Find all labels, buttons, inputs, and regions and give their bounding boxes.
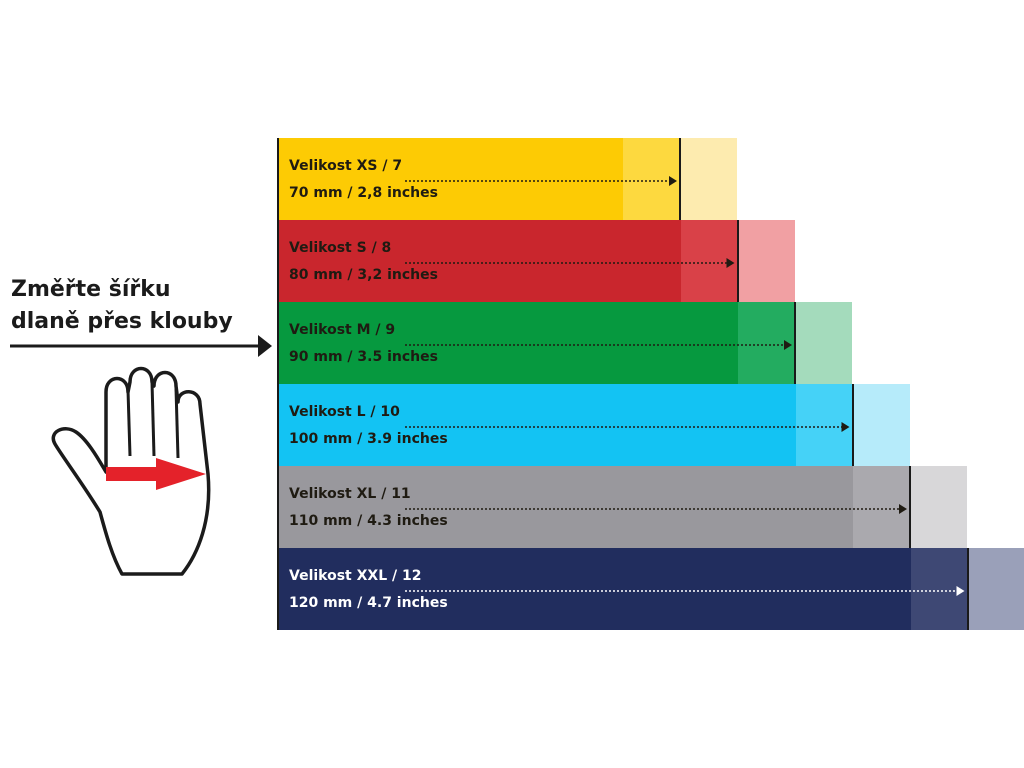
- dotted-measure-arrow-icon: [405, 176, 677, 186]
- band-light-fill: [795, 302, 852, 384]
- size-limit-marker: [736, 220, 739, 302]
- band-light-fill: [967, 548, 1024, 630]
- size-label: Velikost L / 10: [289, 404, 400, 420]
- chart-left-axis: [277, 138, 279, 630]
- size-label: Velikost XL / 11: [289, 486, 411, 502]
- size-limit-marker: [851, 384, 854, 466]
- right-arrow-icon: [10, 335, 272, 357]
- size-limit-marker: [794, 302, 796, 384]
- measure-instruction: Změřte šířku dlaně přes klouby: [11, 274, 233, 338]
- size-measurement: 120 mm / 4.7 inches: [289, 595, 448, 611]
- band-main-fill: [277, 466, 853, 548]
- band-light-fill: [852, 384, 910, 466]
- size-label: Velikost M / 9: [289, 322, 396, 338]
- size-measurement: 100 mm / 3.9 inches: [289, 431, 448, 447]
- dotted-measure-arrow-icon: [405, 340, 792, 350]
- dotted-measure-arrow-icon: [405, 258, 735, 268]
- band-light-fill: [680, 138, 737, 220]
- open-hand-outline-icon: [51, 366, 211, 576]
- band-light-fill: [910, 466, 967, 548]
- band-main-fill: [277, 548, 911, 630]
- dotted-measure-arrow-icon: [405, 422, 850, 432]
- size-label: Velikost XXL / 12: [289, 568, 422, 584]
- band-main-fill: [277, 302, 738, 384]
- size-measurement: 110 mm / 4.3 inches: [289, 513, 448, 529]
- size-band-3: Velikost M / 9 90 mm / 3.5 inches: [277, 302, 852, 384]
- size-label: Velikost XS / 7: [289, 158, 403, 174]
- size-band-2: Velikost S / 8 80 mm / 3,2 inches: [277, 220, 795, 302]
- band-light-fill: [737, 220, 795, 302]
- size-label: Velikost S / 8: [289, 240, 392, 256]
- band-main-fill: [277, 384, 796, 466]
- red-measure-arrow-icon: [106, 458, 206, 490]
- dotted-measure-arrow-icon: [405, 504, 907, 514]
- band-main-fill: [277, 138, 623, 220]
- size-band-1: Velikost XS / 7 70 mm / 2,8 inches: [277, 138, 737, 220]
- size-band-5: Velikost XL / 11 110 mm / 4.3 inches: [277, 466, 967, 548]
- size-measurement: 70 mm / 2,8 inches: [289, 185, 438, 201]
- size-limit-marker: [909, 466, 911, 548]
- size-limit-marker: [679, 138, 681, 220]
- instruction-line-1: Změřte šířku: [11, 277, 171, 302]
- size-band-4: Velikost L / 10 100 mm / 3.9 inches: [277, 384, 910, 466]
- instruction-line-2: dlaně přes klouby: [11, 309, 233, 334]
- size-band-6: Velikost XXL / 12 120 mm / 4.7 inches: [277, 548, 1024, 630]
- dotted-measure-arrow-icon: [405, 586, 965, 596]
- size-measurement: 80 mm / 3,2 inches: [289, 267, 438, 283]
- band-main-fill: [277, 220, 681, 302]
- size-measurement: 90 mm / 3.5 inches: [289, 349, 438, 365]
- size-limit-marker: [966, 548, 969, 630]
